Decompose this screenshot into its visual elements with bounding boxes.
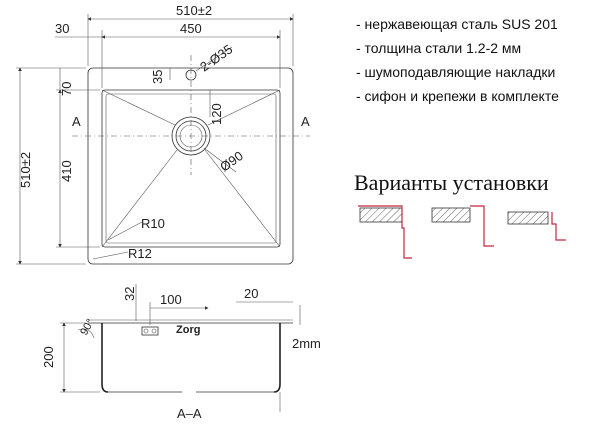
section-mark-right: A bbox=[301, 114, 310, 129]
feature-item: - толщина стали 1.2-2 мм bbox=[356, 40, 522, 56]
label-radius-inner: R10 bbox=[141, 216, 165, 231]
sink-outline bbox=[87, 67, 294, 265]
dim-depth: 200 bbox=[41, 346, 56, 368]
feature-item: - нержавеющая сталь SUS 201 bbox=[356, 16, 558, 32]
section-view: Zorg 32 100 20 200 90° 2mm A–A bbox=[41, 284, 321, 421]
install-option-overmount bbox=[358, 205, 412, 259]
feature-item: - сифон и крепежи в комплекте bbox=[356, 88, 559, 104]
dim-width-overall: 510±2 bbox=[176, 3, 212, 18]
label-tap-holes: 2-Ø35 bbox=[197, 41, 235, 74]
dim-top-offset: 70 bbox=[59, 82, 74, 96]
dim-flange: 30 bbox=[55, 21, 69, 36]
install-option-undermount bbox=[507, 211, 566, 241]
label-thickness: 2mm bbox=[292, 336, 321, 351]
dim-top: 32 bbox=[122, 287, 137, 301]
dim-right: 20 bbox=[244, 286, 258, 301]
dim-drain-offset: 120 bbox=[209, 103, 224, 125]
dim-tap-offset: 35 bbox=[150, 70, 165, 84]
section-mark-left: A bbox=[72, 114, 81, 129]
dim-overflow-offset: 100 bbox=[160, 292, 182, 307]
overflow-slot bbox=[141, 326, 159, 336]
dim-height-overall: 510±2 bbox=[18, 152, 33, 188]
install-option-flush bbox=[431, 205, 494, 247]
dim-height-inner: 410 bbox=[59, 160, 74, 182]
brand-logo: Zorg bbox=[176, 324, 200, 336]
install-options bbox=[358, 205, 566, 259]
feature-item: - шумоподавляющие накладки bbox=[356, 64, 556, 80]
label-drain-diameter: Ø90 bbox=[217, 148, 246, 174]
label-radius-outer: R12 bbox=[128, 246, 152, 261]
install-title: Варианты установки bbox=[354, 170, 549, 195]
section-label: A–A bbox=[177, 406, 202, 421]
dim-width-inner: 450 bbox=[180, 21, 202, 36]
bowl-section bbox=[101, 323, 109, 393]
top-view: 510±2 450 30 510±2 410 70 35 2-Ø35 120 Ø… bbox=[16, 3, 310, 265]
